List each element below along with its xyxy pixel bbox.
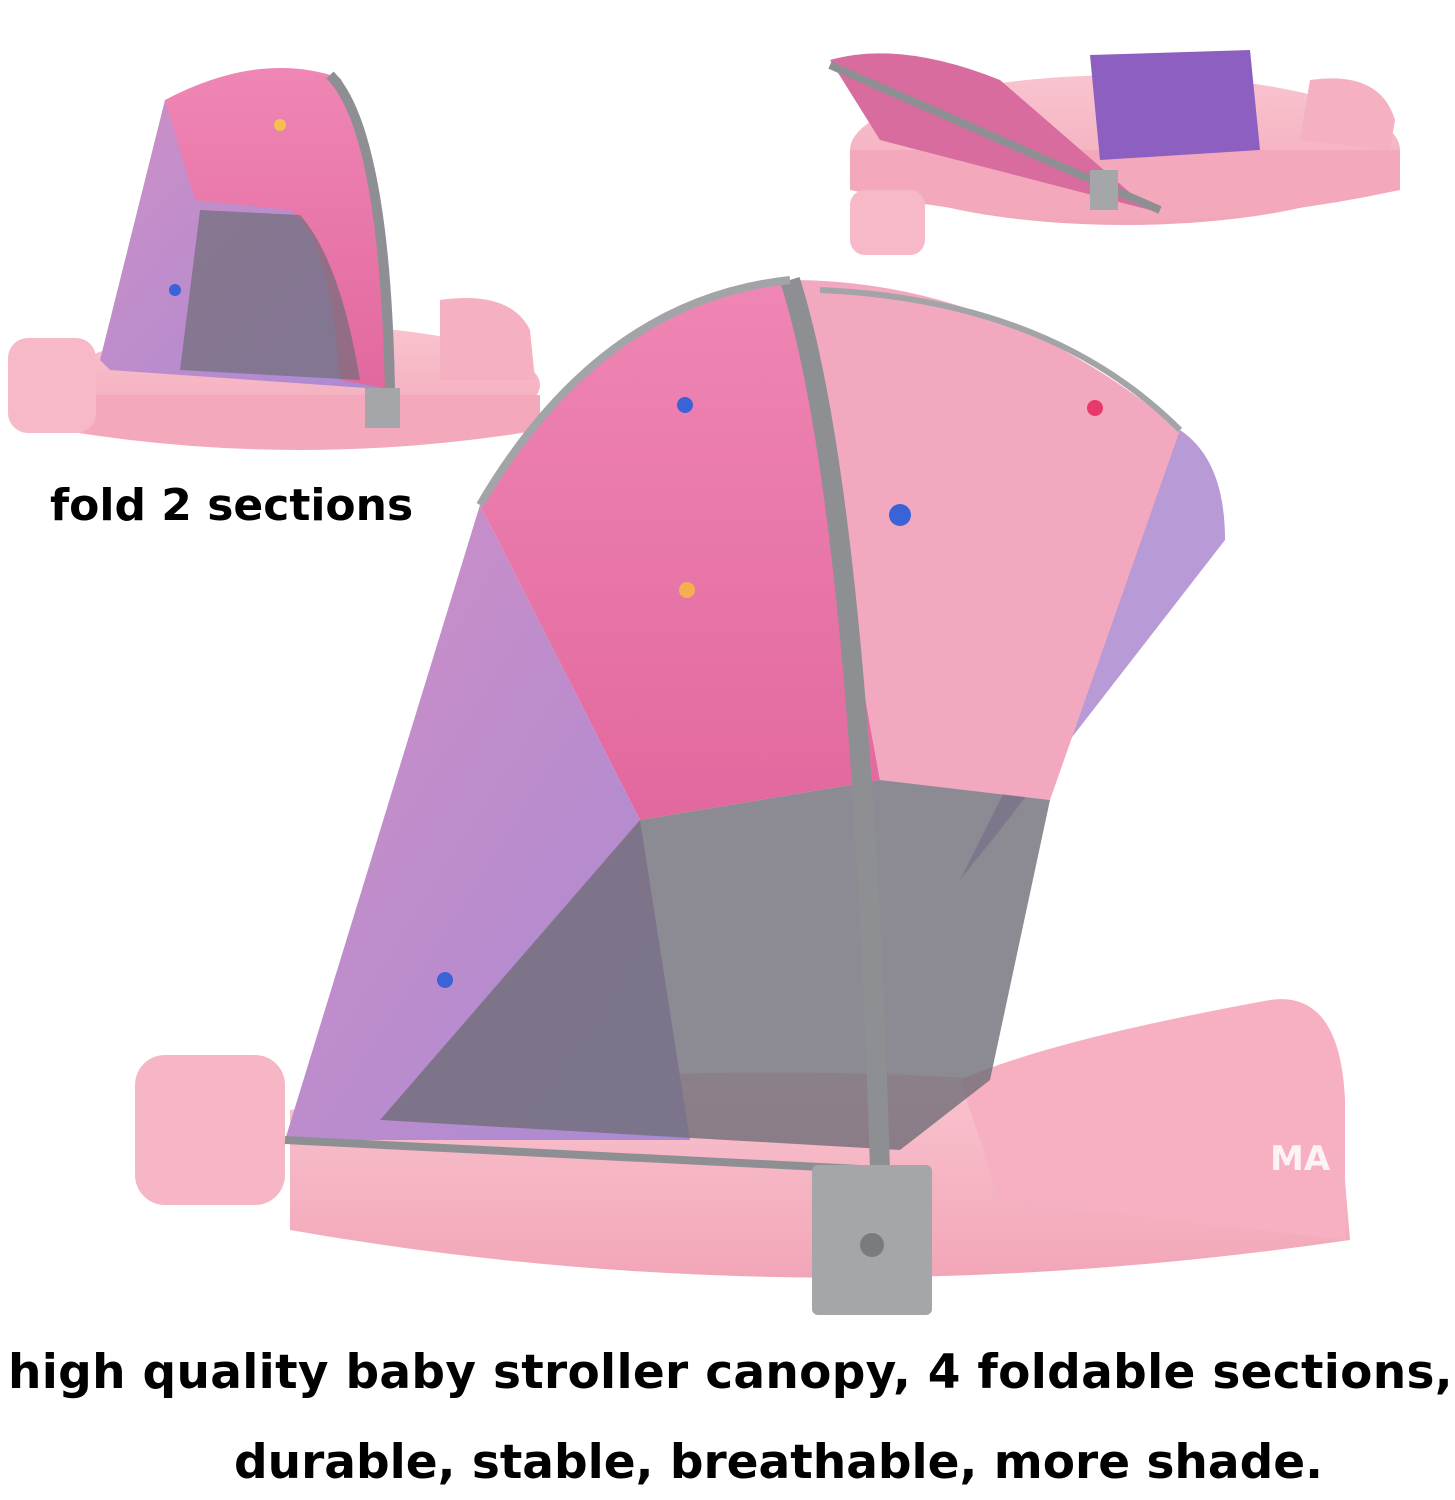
brand-mark: MA [1270,1139,1331,1179]
feature-caption-line-1: high quality baby stroller canopy, 4 fol… [8,1345,1453,1400]
float-view-fold-2 [8,67,540,450]
feature-caption-line-2: durable, stable, breathable, more shade. [234,1435,1323,1490]
float-view-folded-flat [828,50,1400,255]
float-main-view: MA [135,276,1350,1315]
fold-caption: fold 2 sections [50,480,414,531]
